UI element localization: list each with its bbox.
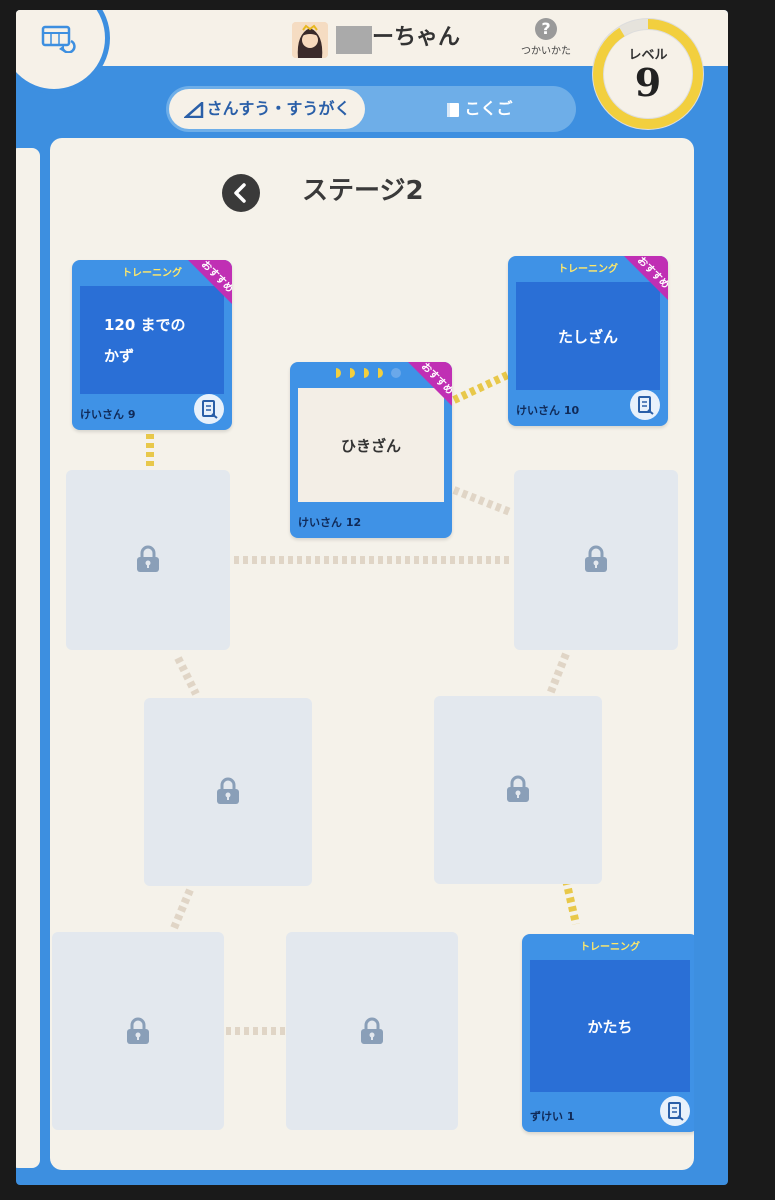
lesson-card-hikizan[interactable]: ひきざん けいさん 12 おすすめ: [290, 362, 452, 538]
card-face: ひきざん: [298, 388, 444, 502]
stage-paths: [146, 368, 580, 1035]
note-button[interactable]: [194, 394, 224, 424]
name-redaction: [336, 26, 372, 54]
lesson-card-tashizan[interactable]: トレーニング たしざん けいさん 10 おすすめ: [508, 256, 668, 426]
lock-icon: [507, 775, 529, 802]
card-footer: けいさん 10: [516, 404, 580, 417]
menu-return-icon: [41, 25, 76, 53]
lesson-card-katachi[interactable]: トレーニング かたち ずけい 1: [522, 934, 694, 1132]
card-title-line: かず: [104, 347, 135, 365]
progress-dots: [336, 368, 401, 378]
note-button[interactable]: [660, 1096, 690, 1126]
lock-icon: [585, 545, 607, 572]
level-badge: レベル 9: [592, 18, 704, 130]
card-face: かたち: [530, 960, 690, 1092]
lock-icon: [127, 1017, 149, 1044]
help-button[interactable]: ? つかいかた: [516, 18, 576, 57]
stage-title: ステージ2: [302, 176, 424, 206]
card-category: トレーニング: [580, 942, 640, 953]
card-title-line: かたち: [587, 1017, 633, 1036]
card-category: トレーニング: [558, 264, 618, 275]
locked-lesson-card: [514, 470, 678, 650]
locked-lesson-card: [52, 932, 224, 1130]
card-footer: けいさん 12: [298, 516, 362, 529]
username: ーちゃん: [372, 25, 461, 50]
card-title-line: 120 までの: [104, 316, 186, 334]
lock-icon: [137, 545, 159, 572]
locked-lesson-card: [144, 698, 312, 886]
locked-lesson-card: [286, 932, 458, 1130]
tab-math-label: さんすう・すうがく: [206, 99, 351, 118]
avatar: [292, 22, 328, 58]
tab-japanese[interactable]: こくご: [386, 89, 572, 129]
back-button[interactable]: [222, 174, 260, 212]
card-face: 120 までの かず: [80, 286, 224, 394]
note-icon: [638, 396, 654, 415]
lesson-card-kazu[interactable]: トレーニング 120 までの かず けいさん 9 おすすめ: [72, 260, 232, 430]
book-icon: [447, 102, 460, 117]
help-icon: ?: [535, 18, 557, 40]
menu-button[interactable]: [16, 10, 110, 94]
card-face: たしざん: [516, 282, 660, 390]
card-footer: けいさん 9: [80, 408, 136, 421]
tab-japanese-label: こくご: [464, 99, 513, 118]
locked-lesson-card: [434, 696, 602, 884]
level-label: レベル: [628, 48, 668, 63]
pencil-ruler-icon: [182, 99, 203, 118]
previous-stage-panel[interactable]: [16, 148, 40, 1168]
level-value: 9: [634, 60, 662, 105]
note-icon: [668, 1102, 684, 1121]
card-footer: ずけい 1: [530, 1110, 575, 1123]
tab-math[interactable]: さんすう・すうがく: [169, 89, 365, 129]
recommended-badge: おすすめ: [624, 256, 668, 300]
back-chevron-icon: [234, 183, 246, 203]
lock-icon: [361, 1017, 383, 1044]
note-icon: [202, 400, 218, 419]
recommended-badge: おすすめ: [408, 362, 452, 406]
help-label: つかいかた: [521, 46, 571, 57]
stage-panel: ステージ2 トレーニング 120 までの かず けいさん 9 おすすめ トレーニ…: [50, 138, 694, 1170]
lock-icon: [217, 777, 239, 804]
locked-lesson-card: [66, 470, 230, 650]
card-title-line: たしざん: [557, 327, 618, 346]
recommended-badge: おすすめ: [188, 260, 232, 304]
card-title-line: ひきざん: [340, 436, 401, 455]
note-button[interactable]: [630, 390, 660, 420]
card-category: トレーニング: [122, 268, 182, 279]
subject-tabs: さんすう・すうがく こくご: [166, 86, 576, 132]
app-screen: ーちゃん ? つかいかた レベル 9 さんすう・すうがく こくご: [16, 10, 728, 1185]
